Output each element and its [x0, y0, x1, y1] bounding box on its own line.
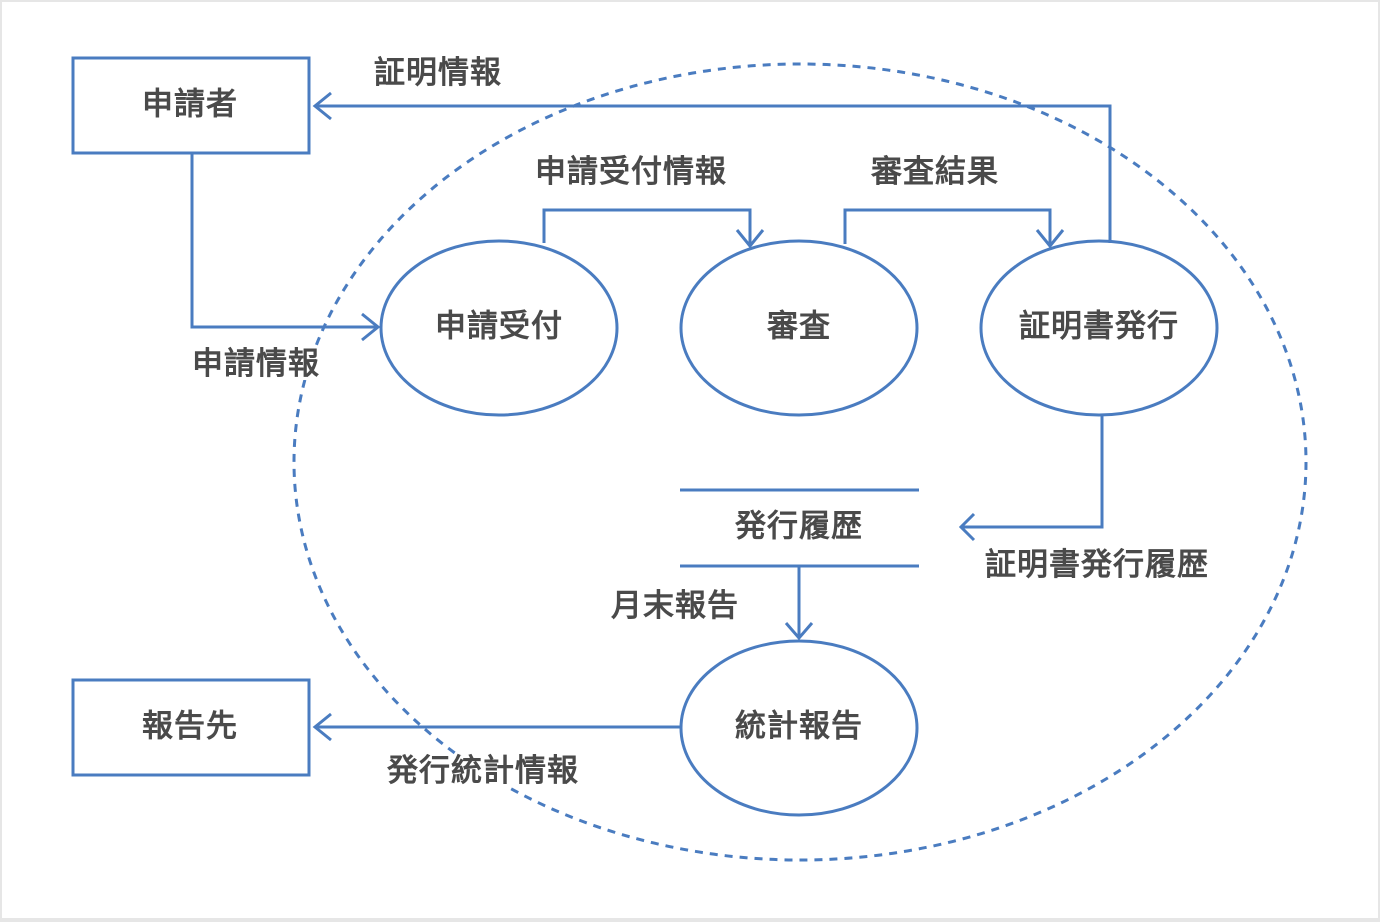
entity-applicant-label: 申請者: [142, 86, 238, 123]
flow-intake-info-label: 申請受付情報: [535, 154, 727, 190]
flow-monthly-report-label: 月末報告: [611, 588, 739, 624]
flow-issue-history-arrowhead: [958, 512, 976, 542]
process-review-label: 審査: [767, 308, 831, 345]
system-boundary: [292, 62, 1308, 862]
process-intake-shape[interactable]: [379, 239, 619, 417]
flow-certificate-info-arrowhead: [312, 91, 332, 121]
process-issue-label: 証明書発行: [1019, 308, 1179, 345]
process-intake-label: 申請受付: [435, 308, 563, 345]
flow-review-result-line[interactable]: [843, 208, 1052, 246]
flow-review-result-arrowhead: [1035, 229, 1065, 249]
process-review-shape[interactable]: [679, 239, 919, 417]
flow-application-info-arrowhead: [361, 312, 381, 342]
flow-intake-info-line[interactable]: [542, 208, 752, 246]
flow-issue-stats-label: 発行統計情報: [387, 753, 579, 789]
flow-application-info-line[interactable]: [190, 153, 378, 329]
flow-review-result-label: 審査結果: [871, 154, 999, 190]
flow-issue-history-label: 証明書発行履歴: [985, 547, 1209, 583]
entity-report-recipient-box[interactable]: [71, 678, 311, 777]
entity-report-recipient-label: 報告先: [142, 708, 238, 745]
process-stats-label: 統計報告: [735, 708, 863, 745]
process-issue-shape[interactable]: [979, 239, 1219, 417]
flow-issue-history-line[interactable]: [961, 415, 1104, 529]
flow-application-info-label: 申請情報: [192, 346, 320, 382]
datastore-history-label: 発行履歴: [735, 508, 863, 545]
flow-intake-info-arrowhead: [735, 229, 765, 249]
flow-monthly-report-arrowhead: [784, 622, 814, 641]
flow-issue-stats-arrowhead: [312, 712, 332, 742]
flow-certificate-info-line[interactable]: [315, 104, 1112, 243]
flow-certificate-info-label: 証明情報: [374, 55, 502, 91]
